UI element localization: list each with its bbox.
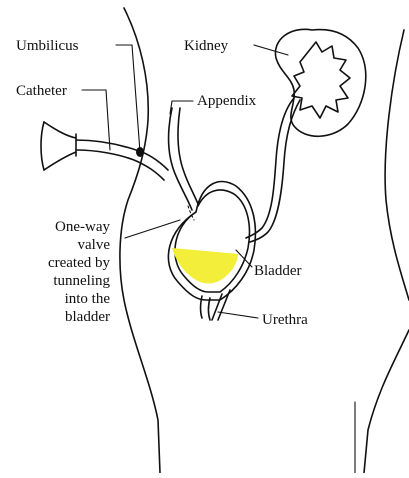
urethra xyxy=(201,290,231,320)
valve-line: into the xyxy=(65,291,111,307)
valve-line: bladder xyxy=(65,309,110,325)
label-urethra: Urethra xyxy=(262,312,308,328)
label-bladder: Bladder xyxy=(254,263,301,279)
label-valve: One-way valve created by tunneling into … xyxy=(48,219,111,325)
label-umbilicus: Umbilicus xyxy=(16,38,79,54)
appendix xyxy=(169,108,198,220)
bladder xyxy=(168,182,255,300)
label-catheter: Catheter xyxy=(16,83,67,99)
label-kidney: Kidney xyxy=(184,38,229,54)
valve-line: tunneling xyxy=(53,273,110,289)
catheter xyxy=(41,122,168,180)
urine-fill xyxy=(172,248,238,284)
kidney xyxy=(275,29,365,136)
valve-line: created by xyxy=(48,255,111,271)
valve-line: valve xyxy=(78,237,111,253)
label-appendix: Appendix xyxy=(197,93,257,109)
valve-line: One-way xyxy=(55,219,110,235)
